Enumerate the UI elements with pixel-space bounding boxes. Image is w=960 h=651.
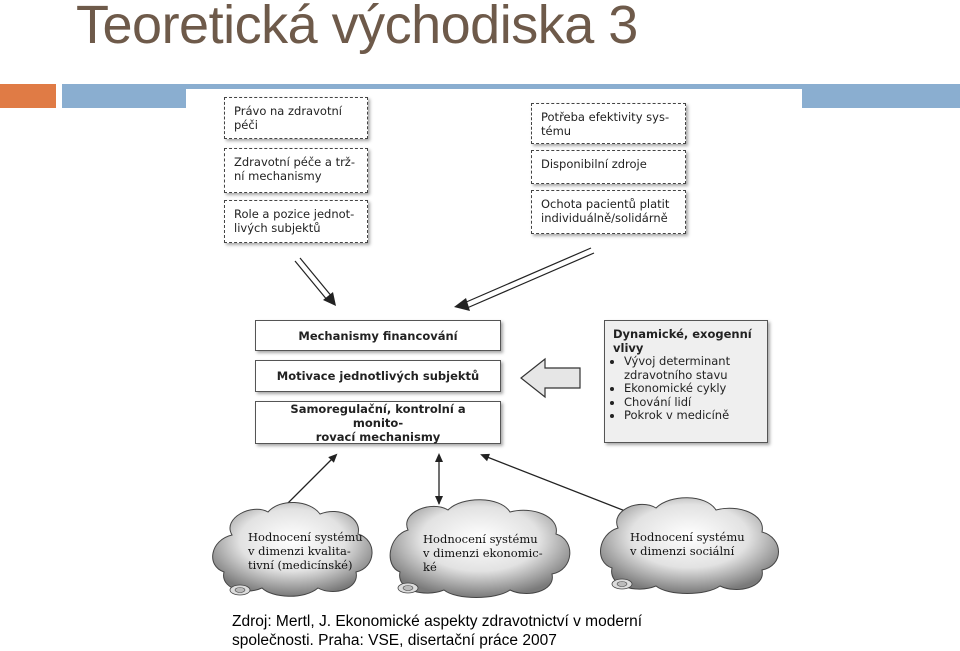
source-line1: Zdroj: Mertl, J. Ekonomické aspekty zdra… [232,613,643,630]
center-box-financing: Mechanismy financování [255,320,501,351]
left-box-3: Role a pozice jednot- livých subjektů [224,200,368,243]
left-box-1-line2: péči [234,118,258,132]
right-box-1: Potřeba efektivity sys- tému [531,103,686,144]
center-box-financing-label: Mechanismy financování [298,328,458,343]
cloud-3-shape [600,497,779,594]
arrow-to-cloud-3 [480,453,639,517]
cloud-1-line3: tivní (medicínské) [248,558,353,572]
center-box-regulation: Samoregulační, kontrolní a monito- rovac… [255,401,501,444]
left-box-2: Zdravotní péče a trž- ní mechanismy [224,148,368,193]
cloud-3-line1: Hodnocení systému [630,530,745,544]
left-box-2-line2: ní mechanismy [234,169,322,183]
left-box-3-line1: Role a pozice jednot- [234,207,355,221]
cloud-1-line2: v dimenzi kvalita- [248,544,351,558]
slide-title: Teoretická východiska 3 [76,0,638,55]
exogenous-item: Ekonomické cykly [624,381,759,396]
right-box-2: Disponibilní zdroje [531,150,686,184]
right-box-3-line1: Ochota pacientů platit [541,197,670,211]
exogenous-influence-arrow [520,357,581,399]
exogenous-item: Chování lidí [624,395,759,410]
exogenous-item: Pokrok v medicíně [624,408,759,423]
center-box-motivation: Motivace jednotlivých subjektů [255,360,501,392]
left-box-1: Právo na zdravotní péči [224,97,368,139]
left-box-3-line2: livých subjektů [234,221,321,235]
right-box-1-line1: Potřeba efektivity sys- [541,110,670,124]
cloud-3-line2: v dimenzi sociální [630,544,735,558]
cloud-1-text: Hodnocení systému v dimenzi kvalita- tiv… [248,530,363,572]
arrow-left-to-center [294,257,336,306]
center-box-motivation-label: Motivace jednotlivých subjektů [276,369,480,383]
exogenous-header-line1: Dynamické, exogenní [613,327,752,341]
arrow-right-to-center [454,247,595,311]
source-citation: Zdroj: Mertl, J. Ekonomické aspekty zdra… [232,612,792,650]
cloud-2-line2: v dimenzi ekonomic- [423,546,543,560]
exogenous-influences-box: Dynamické, exogenní vlivy Vývoj determin… [604,320,768,443]
exogenous-header-line2: vlivy [613,341,644,355]
right-box-3-line2: individuálně/solidárně [541,211,668,225]
cloud-1-line1: Hodnocení systému [248,530,363,544]
center-box-regulation-line2: rovací mechanismy [315,429,441,444]
left-box-1-line1: Právo na zdravotní [234,104,342,118]
cloud-2-text: Hodnocení systému v dimenzi ekonomic- ké [423,532,543,574]
source-line2: společnosti. Praha: VSE, disertační prác… [232,632,557,649]
cloud-2-shape [389,499,571,598]
accent-bar-orange [0,84,56,108]
right-box-2-line1: Disponibilní zdroje [541,157,647,171]
center-box-regulation-line1: Samoregulační, kontrolní a monito- [290,401,466,430]
cloud-2-line3: ké [423,560,437,574]
cloud-1-shape [212,501,373,597]
cloud-2-line1: Hodnocení systému [423,532,538,546]
cloud-3-text: Hodnocení systému v dimenzi sociální [630,530,745,558]
right-box-1-line2: tému [541,124,572,138]
left-box-2-line1: Zdravotní péče a trž- [234,155,355,169]
right-box-3: Ochota pacientů platit individuálně/soli… [531,190,686,234]
